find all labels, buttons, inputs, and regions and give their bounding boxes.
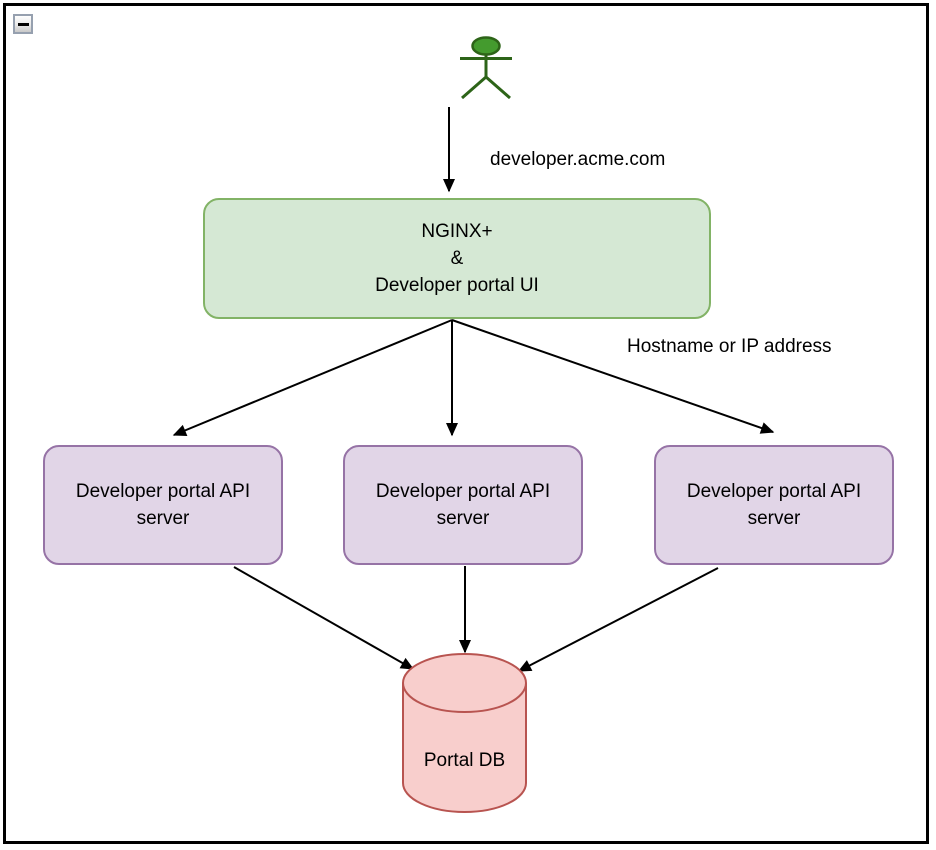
api-server-1-label: Developer portal API server [75, 481, 251, 529]
user-actor-icon[interactable] [460, 36, 512, 100]
edge-gateway-to-api1 [172, 319, 453, 436]
nginx-gateway-label: NGINX+ & Developer portal UI [375, 221, 539, 296]
minus-icon [17, 22, 29, 26]
api-server-2-label: Developer portal API server [375, 481, 551, 529]
db-cylinder-body [402, 653, 527, 813]
edge-label-routing: Hostname or IP address [627, 336, 832, 357]
node-api-server-1[interactable]: Developer portal API server [43, 445, 283, 565]
actor-head [471, 36, 501, 56]
actor-limbs [460, 54, 512, 100]
portal-db-label: Portal DB [423, 750, 506, 771]
edge-api1-to-db [233, 566, 415, 670]
edge-api3-to-db [517, 567, 719, 672]
node-api-server-3[interactable]: Developer portal API server [654, 445, 894, 565]
collapse-button[interactable] [13, 14, 33, 34]
edge-gateway-to-api3 [451, 319, 775, 434]
edge-label-domain: developer.acme.com [490, 149, 666, 170]
node-api-server-2[interactable]: Developer portal API server [343, 445, 583, 565]
api-server-3-label: Developer portal API server [686, 481, 862, 529]
node-nginx-gateway[interactable]: NGINX+ & Developer portal UI [203, 198, 711, 319]
db-cylinder-rim [402, 682, 527, 713]
node-portal-db-shape[interactable] [402, 653, 527, 813]
